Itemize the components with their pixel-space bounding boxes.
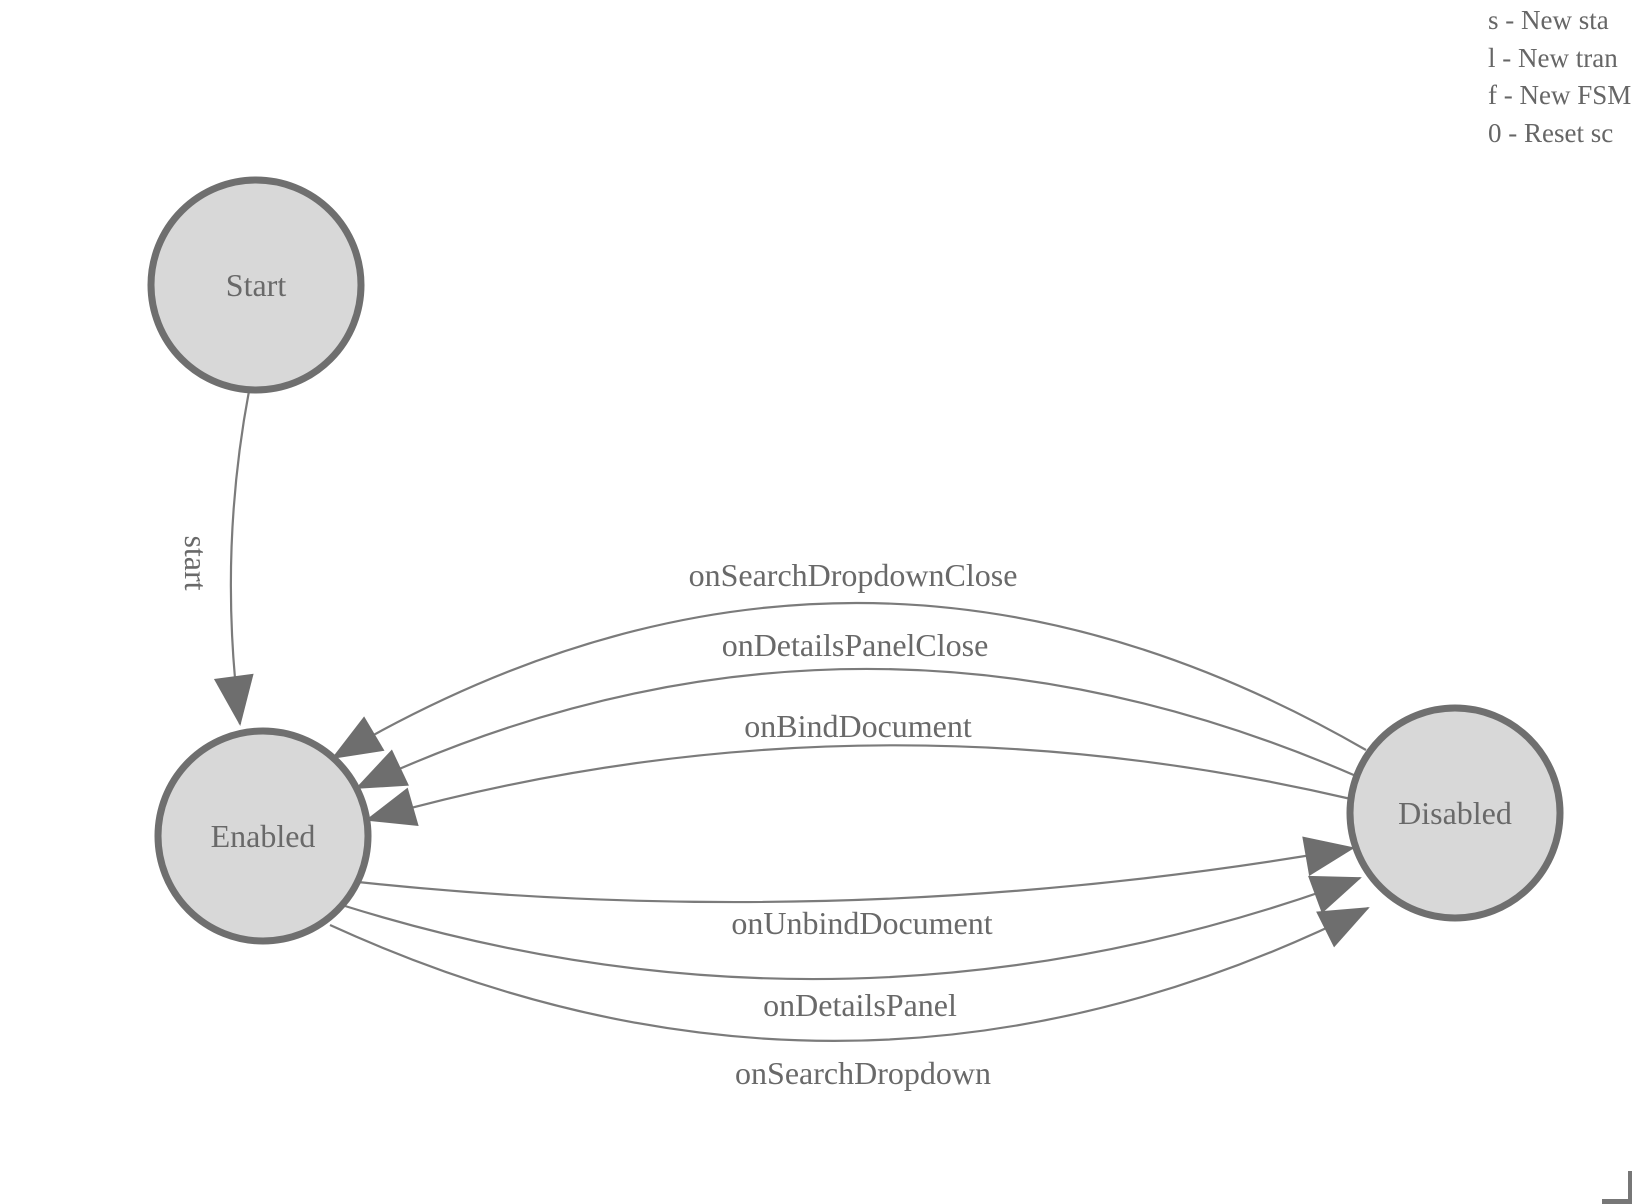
legend-line-reset: 0 - Reset sc [1488,117,1614,148]
legend-line-new-state: s - New sta [1488,5,1609,35]
edge-label-start: start [178,535,214,590]
edge-on-details-panel-close[interactable] [355,667,1357,789]
legend-line-new-fsm: f - New FSM [1488,80,1632,110]
edge-label-on-search-dropdown-close: onSearchDropdownClose [689,557,1018,593]
edge-start[interactable] [213,390,254,726]
edge-on-search-dropdown[interactable] [329,907,1370,1042]
edge-label-on-unbind-document: onUnbindDocument [731,905,992,941]
node-label-enabled-state: Enabled [211,818,316,854]
shortcut-legend: s - New sta l - New tran f - New FSM 0 -… [1488,2,1631,152]
legend-line-new-transition: l - New tran [1488,42,1618,73]
edge-on-details-panel[interactable] [344,875,1362,981]
edge-on-unbind-document[interactable] [357,836,1355,904]
edge-on-search-dropdown-close[interactable] [331,601,1367,760]
frame-corner [1602,1171,1632,1204]
node-enabled-state[interactable] [154,727,372,945]
edge-label-on-search-dropdown: onSearchDropdown [735,1055,991,1091]
node-label-start-state: Start [226,267,287,303]
node-disabled-state[interactable] [1346,704,1564,922]
edge-label-on-bind-document: onBindDocument [744,708,972,744]
edge-label-on-details-panel-close: onDetailsPanelClose [722,627,989,663]
node-label-disabled-state: Disabled [1398,795,1512,831]
node-start-state[interactable] [147,176,365,394]
edge-label-on-details-panel: onDetailsPanel [763,987,957,1023]
edge-on-bind-document[interactable] [365,744,1352,827]
